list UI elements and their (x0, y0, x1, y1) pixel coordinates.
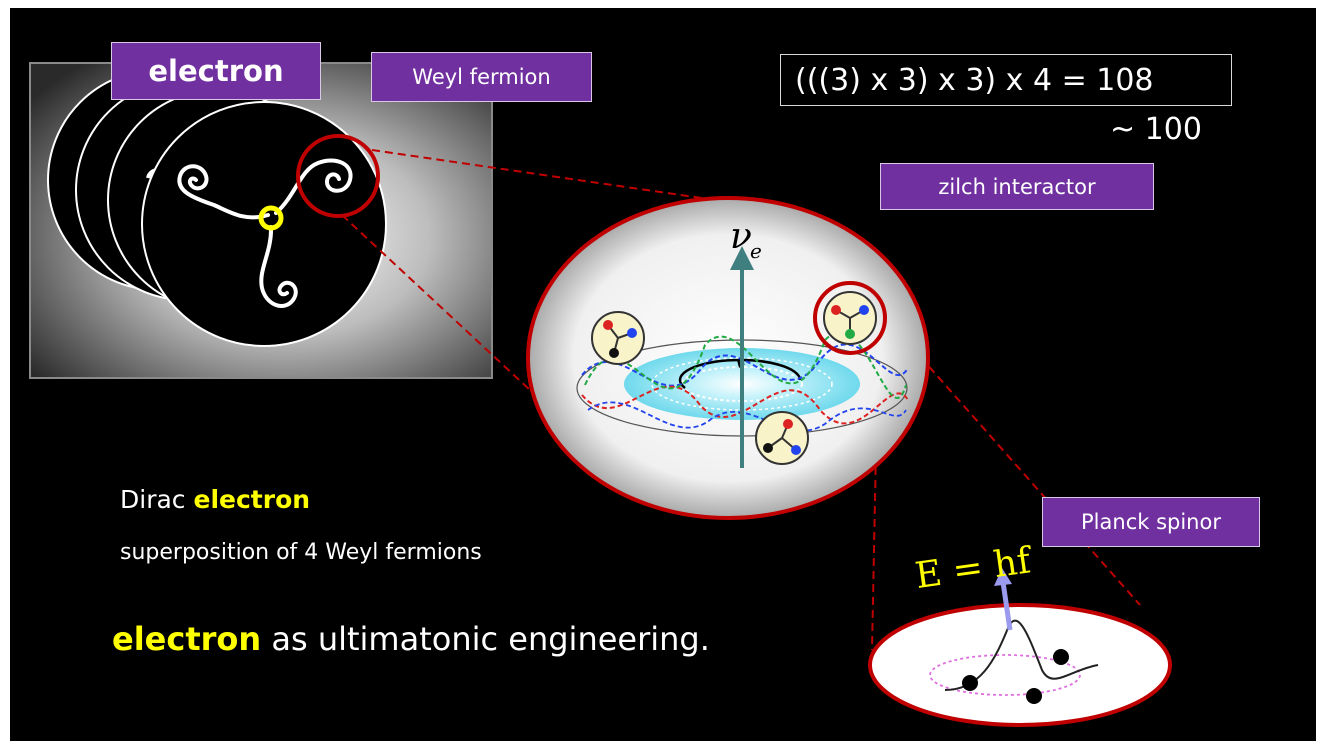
planck-formula: E = hf (913, 540, 1036, 597)
superposition-text: superposition of 4 Weyl fermions (120, 540, 482, 565)
neutrino-subscript: e (750, 239, 762, 263)
zilch-interactor-label: zilch interactor (880, 163, 1154, 210)
sub-trefoil-left (591, 311, 645, 365)
weyl-fermion-label: Weyl fermion (371, 52, 592, 102)
ultimatonic-highlight: electron (112, 620, 262, 658)
trefoil-spirals (177, 158, 353, 308)
ultimatonic-statement: electron as ultimatonic engineering. (112, 620, 710, 658)
weyl-disc-stack (47, 69, 387, 347)
dirac-highlight: electron (193, 485, 311, 514)
equation-box: (((3) x 3) x 3) x 4 = 108 (780, 54, 1232, 106)
electron-label: electron (111, 42, 321, 100)
equation-line-2: ~ 100 (1110, 112, 1202, 147)
sub-trefoil-bottom (755, 411, 809, 465)
neutrino-symbol: ν (730, 216, 752, 257)
neutrino-oval (526, 196, 930, 520)
planck-oval (868, 568, 1172, 727)
ultimatonic-rest: as ultimatonic engineering. (261, 620, 710, 658)
sub-trefoil-right (813, 281, 887, 355)
zoom-ring-small (296, 134, 380, 218)
dirac-electron-heading: Dirac electron (120, 485, 310, 514)
zoom-connectors (341, 149, 1141, 651)
equation-line-1: (((3) x 3) x 3) x 4 = 108 (795, 62, 1154, 98)
planck-spinor-label: Planck spinor (1042, 497, 1260, 547)
dirac-prefix: Dirac (120, 485, 194, 514)
